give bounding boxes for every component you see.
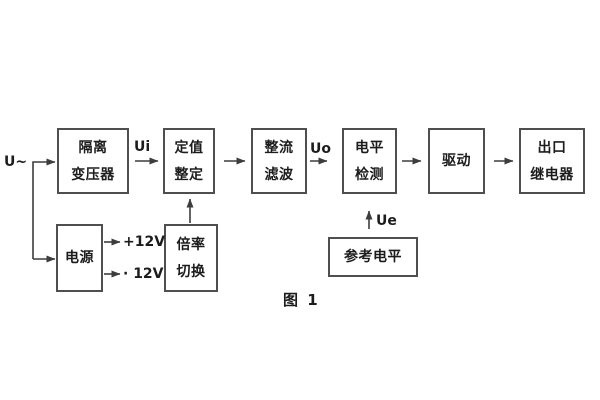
block-isolation-transformer: 隔离 变压器: [57, 128, 129, 194]
block-output-relay: 出口 继电器: [519, 128, 585, 194]
block-label-line: 倍率: [176, 236, 206, 253]
block-power-supply: 电源: [56, 224, 103, 292]
figure-caption: 图 1: [283, 291, 320, 309]
block-drive: 驱动: [428, 128, 485, 194]
connector-input-to-transformer: [32, 158, 56, 259]
block-label-line: 参考电平: [344, 249, 402, 265]
block-label-line: 继电器: [530, 166, 574, 183]
block-label-line: 电平: [355, 139, 384, 156]
block-reference-level: 参考电平: [328, 237, 418, 277]
label-input-voltage: U~: [4, 154, 28, 170]
block-label-line: 出口: [537, 139, 567, 156]
label-minus-12v: · 12V: [123, 266, 164, 282]
block-rectifier-filter: 整流 滤波: [251, 128, 307, 194]
block-label-line: 检测: [355, 166, 384, 183]
block-label-line: 隔离: [78, 139, 108, 156]
label-uo: Uo: [310, 141, 331, 157]
label-ue: Ue: [376, 213, 397, 229]
block-label-line: 切换: [176, 263, 206, 280]
block-setpoint-setting: 定值 整定: [163, 128, 215, 194]
block-ratio-switch: 倍率 切换: [164, 224, 218, 292]
label-ui: Ui: [134, 139, 151, 155]
block-label-line: 变压器: [71, 166, 115, 183]
label-plus-12v: +12V: [123, 234, 166, 250]
block-label-line: 定值: [174, 139, 204, 156]
block-label-line: 整流: [264, 139, 294, 156]
block-label-line: 整定: [174, 166, 204, 183]
block-label-line: 驱动: [442, 153, 471, 169]
block-level-detection: 电平 检测: [342, 128, 397, 194]
block-label-line: 滤波: [264, 166, 294, 183]
block-label-line: 电源: [65, 250, 94, 266]
